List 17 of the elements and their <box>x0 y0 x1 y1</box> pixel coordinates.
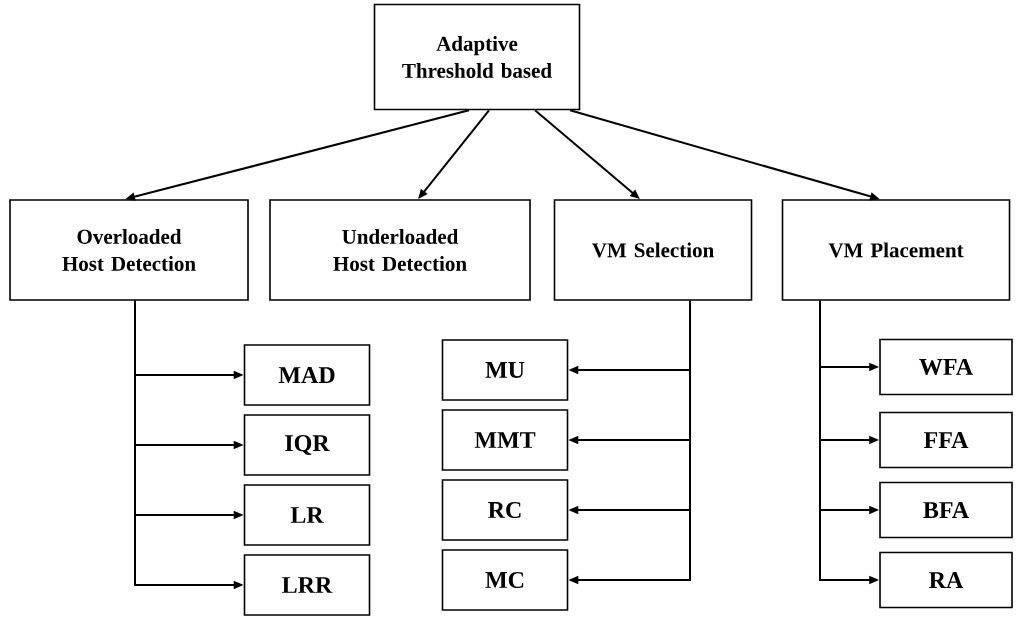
method-box: IQR <box>243 414 371 476</box>
category-box: Overloaded Host Detection <box>9 199 249 301</box>
method-box: WFA <box>879 338 1013 396</box>
method-box: MAD <box>243 344 371 406</box>
category-box: Underloaded Host Detection <box>269 199 531 301</box>
method-box: MU <box>441 339 569 401</box>
category-box: VM Placement <box>781 199 1011 301</box>
method-box: BFA <box>879 481 1013 539</box>
method-box: MC <box>441 549 569 611</box>
method-box: RC <box>441 479 569 541</box>
method-box: MMT <box>441 409 569 471</box>
method-box: LR <box>243 484 371 546</box>
category-box: VM Selection <box>553 199 753 301</box>
category-box: Adaptive Threshold based <box>373 3 581 111</box>
method-box: FFA <box>879 411 1013 469</box>
method-box: LRR <box>243 554 371 616</box>
method-box: RA <box>879 551 1013 609</box>
